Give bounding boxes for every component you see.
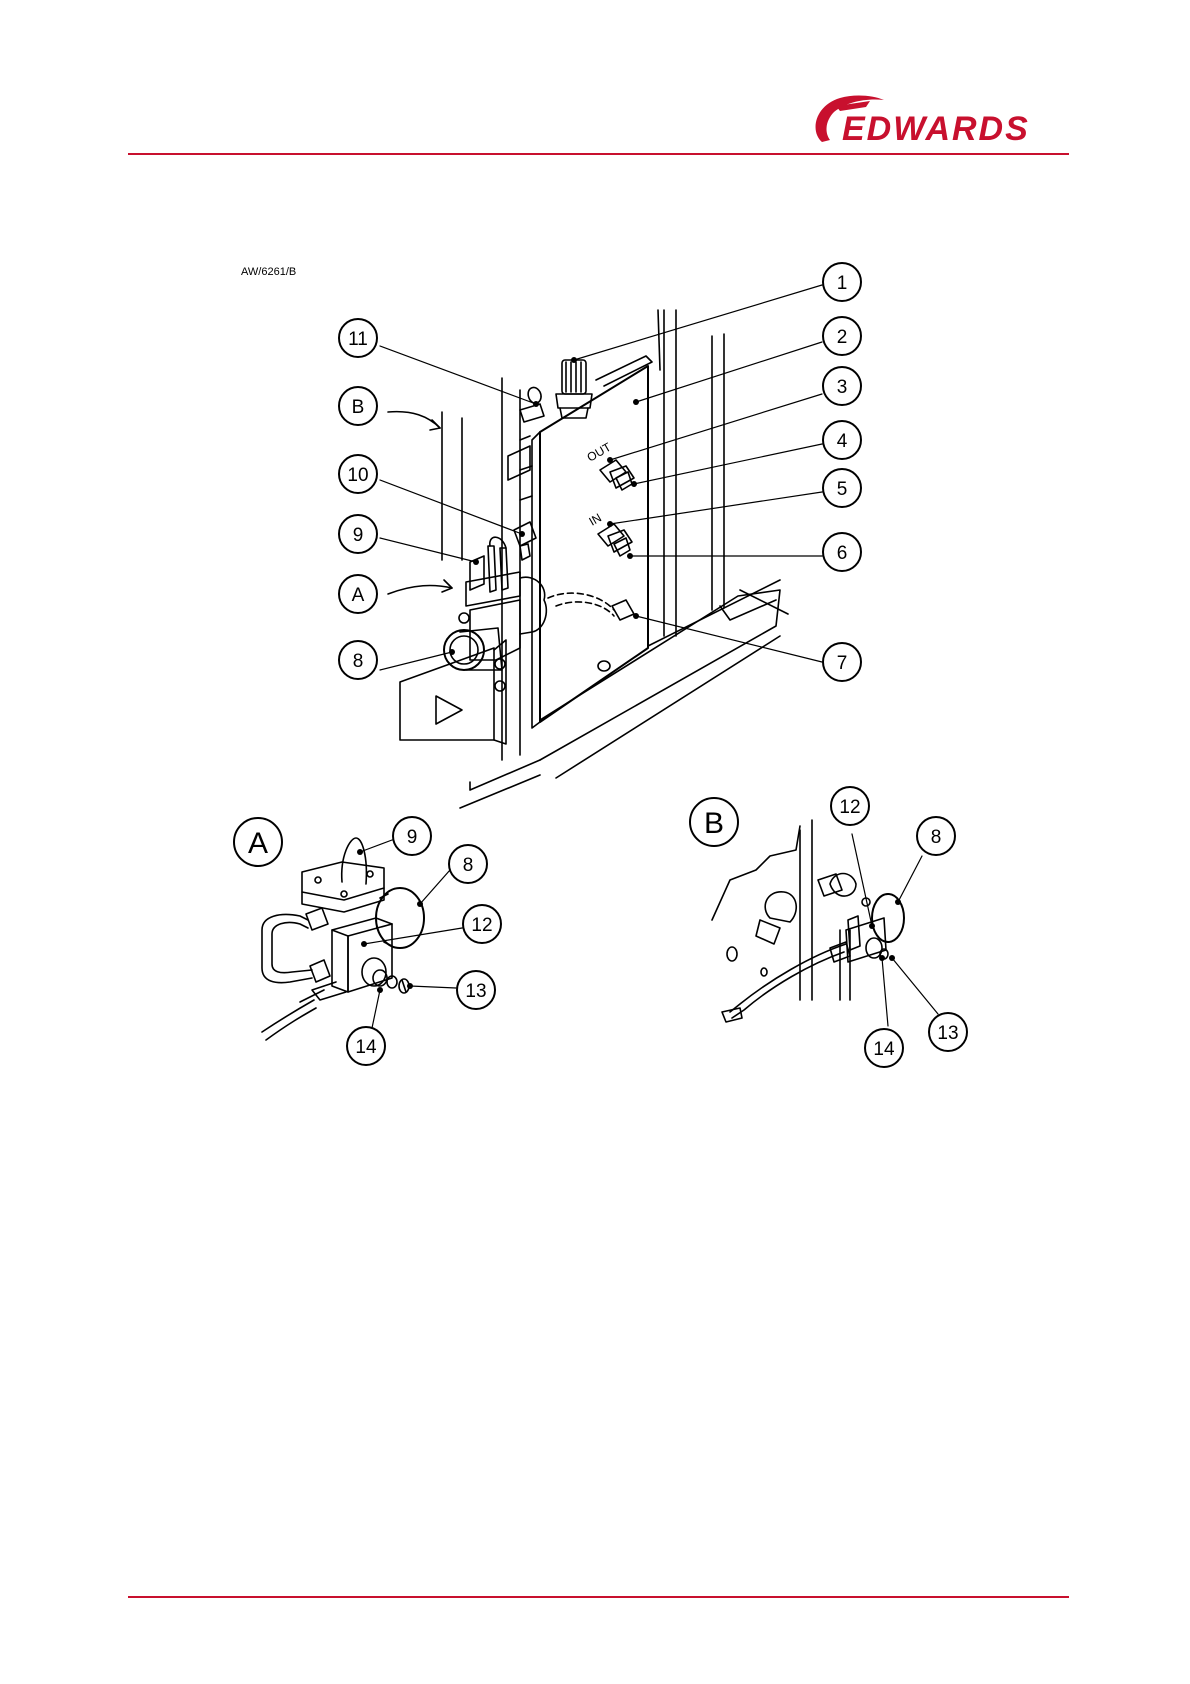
detail-b-callout-12: 12	[831, 787, 869, 825]
svg-text:B: B	[704, 807, 724, 840]
svg-text:14: 14	[355, 1037, 377, 1058]
detail-a-callout-14: 14	[347, 1027, 385, 1065]
svg-text:A: A	[352, 585, 365, 606]
svg-text:11: 11	[348, 329, 368, 350]
svg-text:1: 1	[837, 273, 848, 294]
detail-b-title: B	[690, 798, 738, 846]
svg-text:12: 12	[471, 915, 492, 936]
detail-b-callout-8: 8	[917, 817, 955, 855]
detail-a-callout-13: 13	[457, 971, 495, 1009]
svg-text:8: 8	[931, 827, 942, 848]
svg-text:13: 13	[465, 981, 486, 1002]
detail-a-callout-9: 9	[393, 817, 431, 855]
svg-text:A: A	[248, 827, 268, 860]
callouts-detail-b: B 12 8 13 14	[690, 787, 967, 1067]
svg-text:8: 8	[463, 855, 474, 876]
callout-6: 6	[823, 533, 861, 571]
svg-text:13: 13	[937, 1023, 958, 1044]
view-marker-b: B	[339, 387, 377, 425]
svg-text:9: 9	[353, 525, 364, 546]
view-arrow-a	[388, 586, 452, 594]
callout-8: 8	[339, 641, 377, 679]
callout-3: 3	[823, 367, 861, 405]
callout-9: 9	[339, 515, 377, 553]
callout-1: 1	[823, 263, 861, 301]
svg-text:3: 3	[837, 377, 848, 398]
svg-text:B: B	[352, 397, 365, 418]
callout-11: 11	[339, 319, 377, 357]
callouts-main: 1 2 3 4 5 6 7	[339, 263, 861, 681]
svg-text:12: 12	[839, 797, 860, 818]
detail-a-title: A	[234, 818, 282, 866]
svg-text:9: 9	[407, 827, 418, 848]
leader-dots	[357, 357, 901, 993]
callout-2: 2	[823, 317, 861, 355]
panel-label-in: IN	[587, 510, 604, 528]
svg-text:5: 5	[837, 479, 848, 500]
callout-10: 10	[339, 455, 377, 493]
svg-text:14: 14	[873, 1039, 895, 1060]
view-marker-a: A	[339, 575, 377, 613]
callouts-detail-a: A 9 8 12 13 14	[234, 817, 501, 1065]
detail-a-illustration	[262, 838, 424, 1040]
callout-5: 5	[823, 469, 861, 507]
svg-text:7: 7	[837, 653, 848, 674]
callout-7: 7	[823, 643, 861, 681]
svg-text:2: 2	[837, 327, 848, 348]
detail-b-callout-14: 14	[865, 1029, 903, 1067]
svg-text:6: 6	[837, 543, 848, 564]
svg-text:8: 8	[353, 651, 364, 672]
detail-a-callout-8: 8	[449, 845, 487, 883]
detail-b-illustration	[712, 820, 904, 1022]
main-assembly-illustration: OUT IN	[388, 310, 788, 808]
detail-b-callout-13: 13	[929, 1013, 967, 1051]
svg-text:4: 4	[837, 431, 848, 452]
callout-4: 4	[823, 421, 861, 459]
detail-a-callout-12: 12	[463, 905, 501, 943]
svg-text:10: 10	[347, 465, 368, 486]
